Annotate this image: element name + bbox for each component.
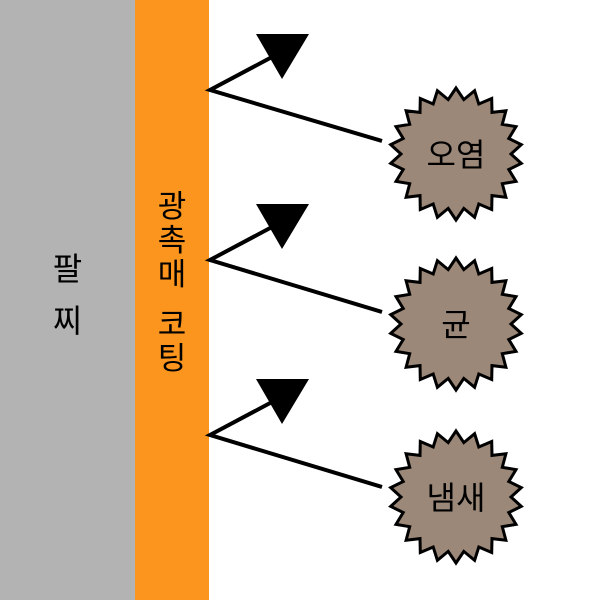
target-label-pollution: 오염 [427,136,486,174]
reaction-group-1: 오염 [204,34,524,223]
spiky-burst-icon [388,428,524,566]
reflection-arrow-line [204,55,383,143]
coating-label-char: 촉 [157,223,187,259]
bracelet-layer [0,0,135,600]
bracelet-label-char: 팔 [52,250,83,288]
coating-label-char: 코 [157,307,187,343]
arrow-head-icon [256,204,309,249]
reaction-group-2: 균 [204,204,524,393]
reaction-group-3: 냄새 [204,379,524,566]
bracelet-label: 팔 찌 [0,243,135,347]
spiky-burst-icon [388,85,524,223]
coating-label: 광 촉 매 코 팅 [135,190,209,376]
reflection-arrow-line [204,225,383,314]
photocatalyst-coating-layer [135,0,209,600]
spiky-burst-icon [388,255,524,393]
reflection-arrow-line [204,400,383,489]
bracelet-label-char: 찌 [52,302,83,340]
arrow-head-icon [256,379,309,424]
arrow-head-icon [256,34,309,79]
coating-label-char: 팅 [157,341,187,377]
target-label-odor: 냄새 [427,479,486,517]
coating-label-char: 광 [157,189,187,225]
coating-label-char: 매 [157,257,187,293]
target-label-germs: 균 [441,306,470,344]
